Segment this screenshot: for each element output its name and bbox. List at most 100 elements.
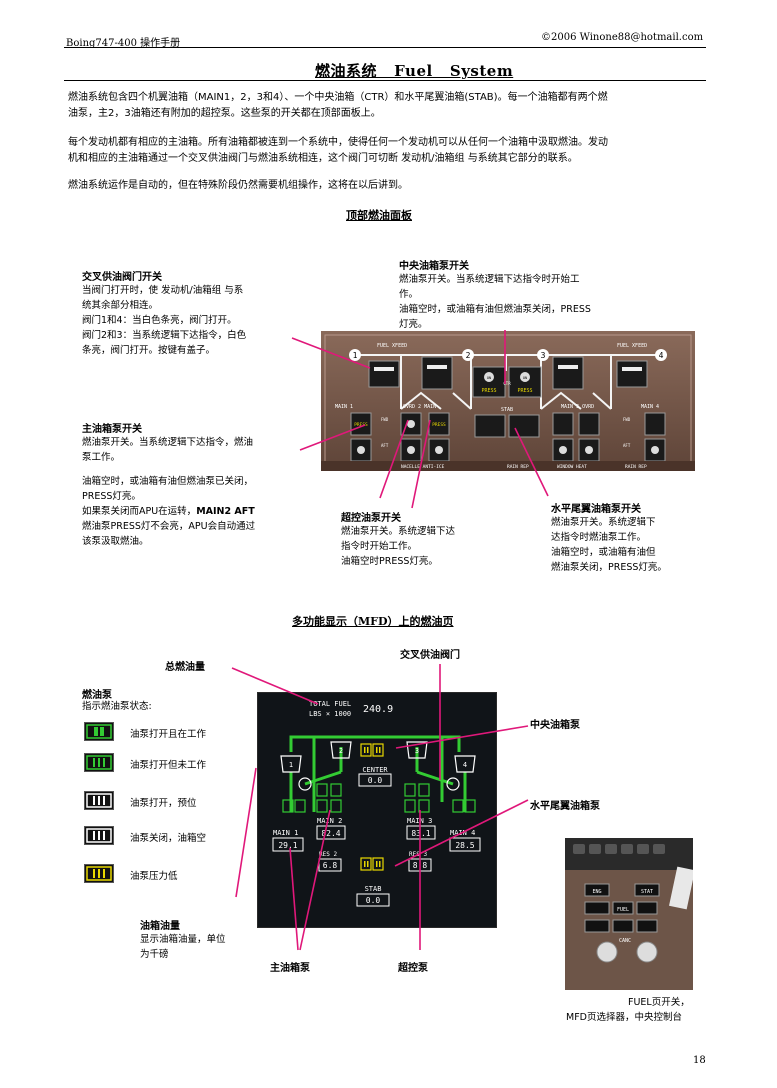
override-pump-title: 超控油泵开关 <box>341 513 401 524</box>
legend-icon-on-not-working <box>84 753 114 772</box>
main-pump-line: 油箱空时，或油箱有油但燃油泵已关闭， <box>82 476 254 487</box>
ctr-label: CTR <box>503 381 511 386</box>
mfd-center-label: CENTER <box>362 766 388 774</box>
center-pump-title: 中央油箱泵开关 <box>399 261 469 272</box>
cdu-knob-left[interactable] <box>596 941 618 963</box>
header-rule <box>64 47 706 48</box>
legend-icon-low-pressure <box>84 864 114 883</box>
legend-icon-off-empty <box>84 826 114 845</box>
aft-label-r: AFT <box>623 443 631 448</box>
main-pump-title: 主油箱泵开关 <box>82 424 142 435</box>
crossfeed-line: 当阀门打开时，使 发动机/油箱组 与系 <box>82 285 244 296</box>
fwd-label-l: FWD <box>381 417 389 422</box>
main1-label: MAIN 1 <box>335 404 353 410</box>
label-pumps-sub: 指示燃油泵状态: <box>82 701 152 712</box>
center-pump-line: 油箱空时，或油箱有油但燃油泵关闭，PRESS <box>399 304 591 315</box>
legend-text: 油泵压力低 <box>130 871 178 882</box>
mfd-stab-pumps <box>360 857 384 871</box>
mfd-main4-value: 28.5 <box>455 841 474 850</box>
main4-label: MAIN 4 <box>641 404 659 410</box>
crossfeed-title: 交叉供油阀门开关 <box>82 272 162 283</box>
intro-line-1: 燃油系统包含四个机翼油箱（MAIN1，2，3和4）、一个中央油箱（CTR）和水平… <box>68 92 608 103</box>
crossfeed-line: 统其余部分相连。 <box>82 300 159 311</box>
cdu-knob-right[interactable] <box>636 941 658 963</box>
mfd-main3-value: 83.1 <box>411 829 430 838</box>
mfd-center-value: 0.0 <box>368 776 383 785</box>
stab-label: STAB <box>501 407 513 413</box>
panel-num-3: 3 <box>541 351 546 360</box>
label-override-pump: 超控泵 <box>398 963 428 974</box>
center-console-image: ENG STAT FUEL CANC <box>565 838 693 990</box>
center-pump-switches[interactable]: ON ON PRESS PRESS <box>472 366 542 398</box>
tank-qty-title: 油箱油量 <box>140 921 180 932</box>
mfd-selector-keys[interactable] <box>584 883 660 933</box>
cdu-caption-l2: MFD页选择器，中央控制台 <box>566 1012 682 1023</box>
stab-pump-desc: 水平尾翼油箱泵开关 燃油泵开关。系统逻辑下 达指令时燃油泵工作。 油箱空时，或油… <box>551 500 711 575</box>
fwd-label-r: FWD <box>623 417 631 422</box>
tank-qty-line: 为千磅 <box>140 949 169 960</box>
center-pump-line: 燃油泵开关。当系统逻辑下达指令时开始工 <box>399 274 580 285</box>
nacelle-label: NACELLE ANTI-ICE <box>401 464 445 470</box>
mfd-main1-label: MAIN 1 <box>273 829 298 837</box>
cdu-stat-key: STAT <box>641 889 653 895</box>
label-main-tank-pump: 主油箱泵 <box>270 963 310 974</box>
mfd-main2-value: 82.4 <box>321 829 340 838</box>
main-pump-line-5b: MAIN2 AFT <box>196 506 255 517</box>
header-right: ©2006 Winone88@hotmail.com <box>541 32 704 43</box>
main3ovrd-label: MAIN 3 OVRD <box>561 404 594 410</box>
panel-num-2: 2 <box>466 351 471 360</box>
title-rule <box>64 80 706 81</box>
mfd-engine-1: 1 <box>289 761 293 769</box>
stab-pump-line: 燃油泵关闭，PRESS灯亮。 <box>551 562 667 573</box>
tank-qty-desc: 油箱油量 显示油箱油量，单位 为千磅 <box>140 917 226 962</box>
page-title: 燃油系统 Fuel System <box>315 62 514 80</box>
center-pump-desc: 中央油箱泵开关 燃油泵开关。当系统逻辑下达指令时开始工 作。 油箱空时，或油箱有… <box>399 257 639 332</box>
override-pump-desc: 超控油泵开关 燃油泵开关。系统逻辑下达 指令时开始工作。 油箱空时PRESS灯亮… <box>341 509 521 569</box>
stab-pump-line: 油箱空时，或油箱有油但 <box>551 547 656 558</box>
override-pump-line: 指令时开始工作。 <box>341 541 418 552</box>
stab-pump-title: 水平尾翼油箱泵开关 <box>551 504 641 515</box>
mfd-center-pumps <box>360 743 384 757</box>
rain-rep-label-1: RAIN REP <box>507 464 529 470</box>
section-overhead-title: 顶部燃油面板 <box>346 209 412 222</box>
crossfeed-line: 阀门1和4：当白色条亮，阀门打开。 <box>82 315 237 326</box>
legend-text: 油泵打开，预位 <box>130 798 197 809</box>
mfd-xfeed-valve-1 <box>298 777 312 791</box>
legend-icon-on-working <box>84 722 114 741</box>
mfd-xfeed-valve-4 <box>446 777 460 791</box>
panel-numbers: 1 2 3 4 <box>349 349 667 361</box>
cdu-eng-key: ENG <box>592 889 601 895</box>
label-pumps-title: 燃油泵 <box>82 690 112 701</box>
intro-line-5: 燃油系统运作是自动的，但在特殊阶段仍然需要机组操作，这将在以后讲到。 <box>68 180 408 191</box>
tank-qty-line: 显示油箱油量，单位 <box>140 934 226 945</box>
page-number: 18 <box>693 1055 706 1066</box>
legend-icon-armed <box>84 791 114 810</box>
mfd-engine-2: 2 <box>339 747 343 755</box>
main1-press: PRESS <box>354 422 368 428</box>
ctr-on-r: ON <box>523 376 527 380</box>
main-pump-line: 如果泵关闭而APU在运转，MAIN2 AFT <box>82 504 304 519</box>
main-pump-line: 燃油泵开关。当系统逻辑下达指令，燃油 <box>82 437 254 448</box>
cdu-caption-l1: FUEL页开关， <box>628 997 690 1008</box>
main-pump-switches[interactable]: PRESS PRESS <box>350 412 666 462</box>
center-pump-line: 灯亮。 <box>399 319 428 330</box>
crossfeed-switches[interactable] <box>368 356 648 390</box>
overhead-fuel-panel: 1 2 3 4 FUEL XFEED FUEL XFEED ON ON PRES… <box>321 331 695 471</box>
mfd-res2-label: RES 2 <box>319 851 337 858</box>
aft-label-l: AFT <box>381 443 389 448</box>
intro-line-4: 机和相应的主油箱通过一个交叉供油阀门与燃油系统相连，这个阀门可切断 发动机/油箱… <box>68 153 578 164</box>
fuel-xfeed-label-left: FUEL XFEED <box>377 343 407 349</box>
mfd-total-fuel-value: 240.9 <box>363 704 393 715</box>
label-total-fuel: 总燃油量 <box>165 662 205 673</box>
label-stab-tank-pump: 水平尾翼油箱泵 <box>530 801 600 812</box>
mfd-engine-3: 3 <box>415 747 419 755</box>
main-pump-line: 泵工作。 <box>82 452 121 463</box>
main-pump-line: 燃油泵PRESS灯不会亮，APU会自动通过 <box>82 521 256 532</box>
stab-pump-line: 达指令时燃油泵工作。 <box>551 532 647 543</box>
mfd-engines <box>280 741 476 773</box>
fuel-xfeed-label-right: FUEL XFEED <box>617 343 647 349</box>
stab-pump-line: 燃油泵开关。系统逻辑下 <box>551 517 656 528</box>
cdu-fuel-key: FUEL <box>617 907 629 913</box>
center-pump-line: 作。 <box>399 289 419 300</box>
